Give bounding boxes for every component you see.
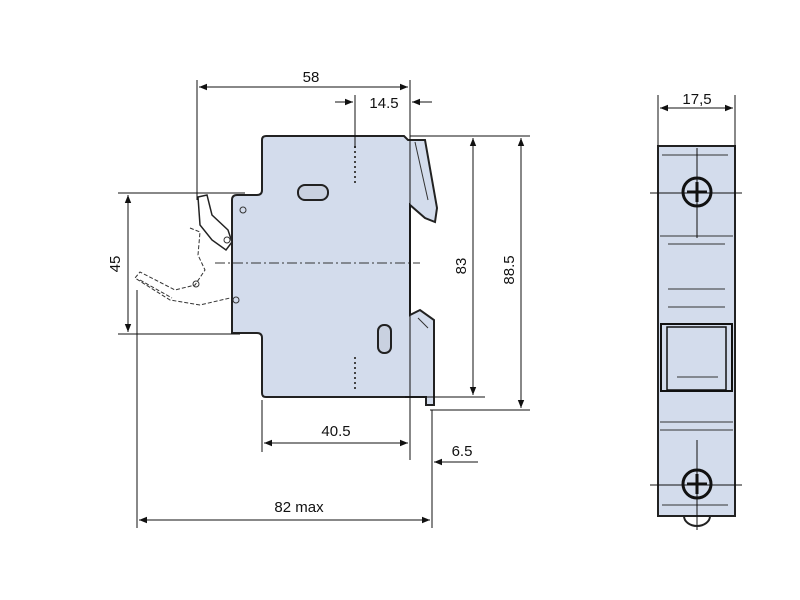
dim-40-5: 40.5 (321, 423, 350, 440)
toggle-lever (197, 194, 233, 252)
dim-45: 45 (107, 256, 124, 273)
toggle-lever-off (134, 227, 231, 306)
dim-83: 83 (453, 258, 470, 275)
dim-82-max: 82 max (274, 499, 324, 516)
dim-6-5: 6.5 (452, 443, 473, 460)
dim-88-5: 88.5 (501, 255, 518, 284)
side-dimensions: 58 14.5 83 88.5 45 40.5 6.5 82 max (107, 69, 530, 528)
dim-17-5: 17,5 (682, 91, 711, 108)
indicator-window (377, 324, 392, 354)
label-window (297, 184, 329, 201)
dim-58: 58 (303, 69, 320, 86)
din-clip (683, 515, 711, 527)
dim-14-5: 14.5 (369, 95, 398, 112)
terminal-screw-bottom-icon (650, 440, 742, 530)
terminal-screw-top-icon (650, 148, 742, 238)
toggle-slot (660, 323, 733, 392)
breaker-side-body (231, 135, 439, 406)
rivet (232, 296, 240, 304)
toggle-handle (666, 326, 727, 391)
front-view: 17,5 (650, 91, 742, 530)
side-view (134, 135, 439, 406)
rivet (239, 206, 247, 214)
